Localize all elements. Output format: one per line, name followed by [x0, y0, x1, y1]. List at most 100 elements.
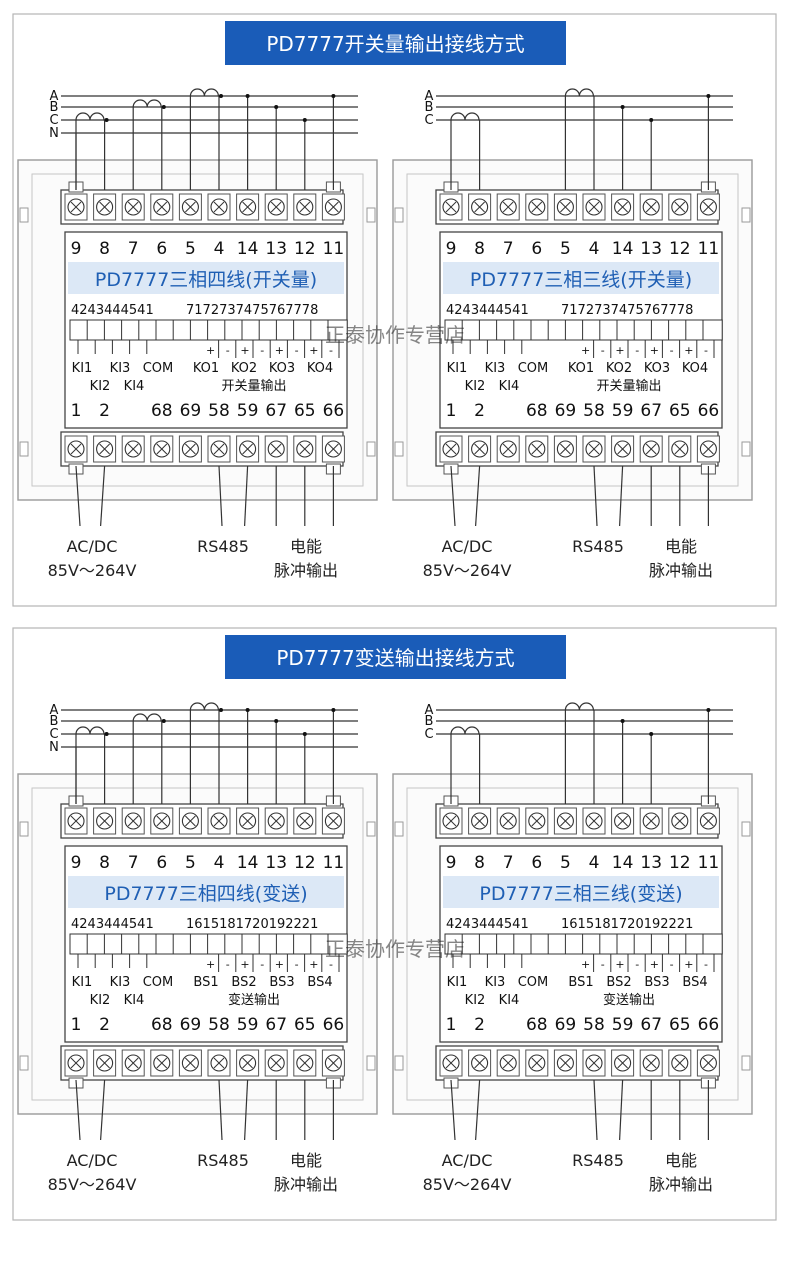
screw-slot: [588, 1057, 600, 1069]
screw-slot: [270, 443, 282, 455]
mounting-clip: [19, 1055, 29, 1071]
io-numbers-left: 4243444541: [71, 917, 154, 932]
top-terminal-number: 7: [503, 853, 514, 873]
top-terminal-number: 4: [214, 239, 225, 259]
output-label-bs1: BS1: [193, 975, 218, 990]
input-label-ki2: KI2: [465, 993, 486, 1008]
io-numbers-right: 1615181720192221: [186, 917, 318, 932]
top-terminal-number: 6: [156, 853, 167, 873]
polarity-sign: -: [704, 344, 708, 357]
rs485-lead: [244, 1079, 249, 1141]
output-label-bs2: BS2: [231, 975, 256, 990]
section-title: PD7777变送输出接线方式: [276, 646, 514, 670]
polarity-sign: +: [309, 958, 318, 971]
input-label-ki3: KI3: [485, 361, 506, 376]
output-label-bs2: BS2: [606, 975, 631, 990]
output-label-bs1: BS1: [568, 975, 593, 990]
meter-inner-frame: [31, 787, 364, 1101]
pulse-output-label: 脉冲输出: [274, 561, 338, 580]
top-terminal-number: 6: [531, 239, 542, 259]
bottom-terminal-number: 66: [698, 401, 720, 421]
phase-label-b: B: [425, 714, 434, 729]
bottom-terminal-number: 65: [669, 1015, 691, 1035]
output-label-bs3: BS3: [644, 975, 669, 990]
screw-slot: [270, 815, 282, 827]
screw-slot: [645, 443, 657, 455]
top-terminal-number: 7: [128, 239, 139, 259]
power-lead: [450, 1079, 456, 1141]
mounting-clip: [366, 821, 376, 837]
phase-label-a: A: [425, 89, 434, 104]
current-transformer-coil: [189, 702, 219, 804]
io-cell-row: [444, 319, 723, 341]
pulse-output-label: 脉冲输出: [649, 561, 713, 580]
model-label: PD7777三相四线(开关量): [95, 269, 317, 291]
bottom-terminal-number: 68: [151, 1015, 173, 1035]
polarity-sign: +: [309, 344, 318, 357]
input-label-ki2: KI2: [90, 379, 111, 394]
input-label-com: COM: [518, 975, 549, 990]
top-terminal-number: 9: [71, 239, 82, 259]
current-transformer-coil: [450, 112, 480, 190]
output-label-bs4: BS4: [682, 975, 707, 990]
polarity-sign: +: [275, 958, 284, 971]
polarity-sign: -: [226, 958, 230, 971]
screw-slot: [328, 1057, 339, 1069]
phase-label-a: A: [425, 703, 434, 718]
input-label-ki2: KI2: [90, 993, 111, 1008]
screw-slot: [99, 815, 110, 827]
bottom-terminal-number: 65: [294, 401, 316, 421]
top-terminal-number: 12: [294, 239, 316, 259]
input-label-ki3: KI3: [110, 361, 131, 376]
screw-slot: [560, 815, 571, 827]
mounting-clip: [741, 207, 751, 223]
section-title-bar: [225, 635, 566, 679]
model-label: PD7777三相三线(开关量): [470, 269, 692, 291]
screw-slot: [299, 201, 311, 213]
top-terminal-number: 7: [503, 239, 514, 259]
bottom-terminal-number: 69: [180, 1015, 202, 1035]
bottom-terminal-number: 58: [208, 1015, 230, 1035]
pulse-output-label: 脉冲输出: [274, 1175, 338, 1194]
rs485-label: RS485: [197, 1151, 249, 1170]
input-label-ki2: KI2: [465, 379, 486, 394]
screw-slot: [270, 201, 282, 213]
screw-slot: [703, 201, 714, 213]
bottom-terminal-number: 2: [474, 401, 485, 421]
polarity-sign: +: [581, 344, 590, 357]
pulse-label: 电能: [290, 1151, 322, 1170]
mounting-clip: [394, 207, 404, 223]
power-lead: [75, 465, 81, 527]
screw-slot: [617, 201, 628, 213]
mounting-clip: [394, 1055, 404, 1071]
mounting-clip: [741, 1055, 751, 1071]
mounting-clip: [394, 821, 404, 837]
polarity-sign: +: [240, 344, 249, 357]
polarity-sign: -: [670, 958, 674, 971]
polarity-sign: -: [329, 958, 333, 971]
top-terminal-number: 5: [560, 853, 571, 873]
screw-slot: [617, 815, 628, 827]
top-terminal-number: 14: [612, 853, 634, 873]
bottom-terminal-number: 58: [583, 1015, 605, 1035]
screw-slot: [560, 1057, 571, 1069]
bottom-terminal-number: 69: [555, 1015, 577, 1035]
output-group-label: 变送输出: [228, 992, 280, 1008]
bottom-terminal-number: 65: [669, 401, 691, 421]
top-terminal-number: 6: [531, 853, 542, 873]
phase-label-c: C: [424, 727, 433, 742]
power-range-label: 85V～264V: [48, 561, 137, 580]
screw-slot: [185, 201, 196, 213]
rs485-label: RS485: [197, 537, 249, 556]
phase-label-a: A: [50, 89, 59, 104]
phase-label-b: B: [50, 100, 59, 115]
bottom-terminal-number: 67: [640, 401, 662, 421]
io-cell-row: [69, 319, 348, 341]
rs485-lead: [218, 1079, 223, 1141]
input-label-ki4: KI4: [124, 993, 145, 1008]
bottom-terminal-number: 69: [555, 401, 577, 421]
screw-slot: [445, 201, 457, 213]
screw-slot: [242, 201, 253, 213]
power-lead: [75, 1079, 81, 1141]
